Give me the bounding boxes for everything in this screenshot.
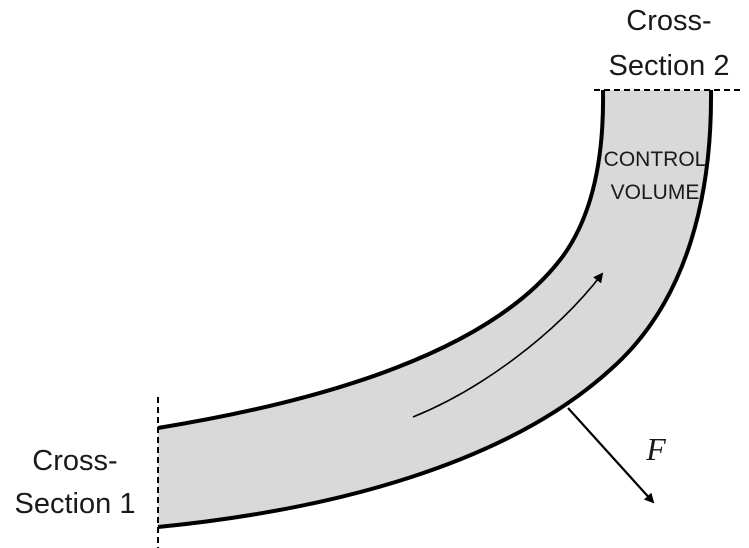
control-volume-label-line2: VOLUME [611,181,700,204]
pipe-outer-wall [157,89,714,529]
cross-section-1-label-line2: Section 1 [15,488,136,520]
pipe-inner-wall [157,89,606,430]
pipe-body [158,90,712,527]
force-label: F [645,431,666,467]
control-volume-label-line1: CONTROL [604,148,707,171]
cross-section-2-label-line1: Cross- [626,5,711,37]
cross-section-1-label-line1: Cross- [32,445,117,477]
force-arrow [567,407,655,504]
flow-direction-arrow [412,272,604,418]
cross-section-2-label-line2: Section 2 [609,50,730,82]
